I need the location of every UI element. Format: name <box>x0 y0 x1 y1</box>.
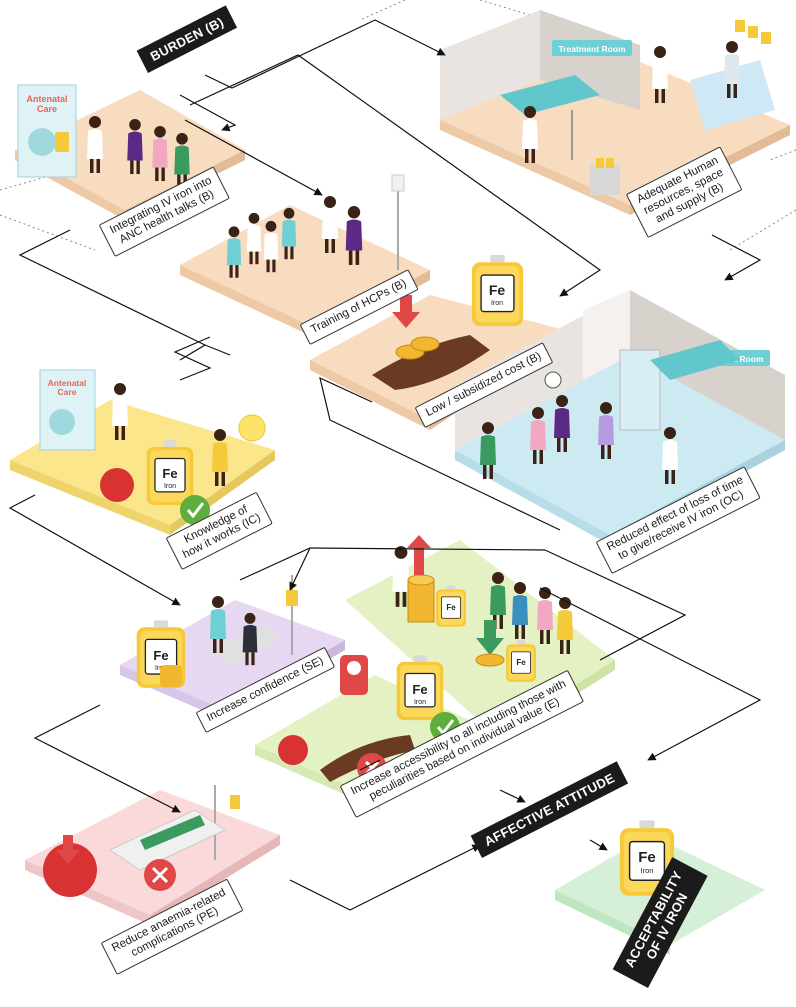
arrow-to-confidence <box>289 547 311 591</box>
platform-side <box>310 360 430 430</box>
scenes: Antenatal Care Treatment Room <box>17 10 785 897</box>
dotted-guide <box>769 149 796 161</box>
poster-title-line2: Care <box>58 387 77 397</box>
arrow-adequate-to-reduced-time <box>711 234 762 281</box>
platform-training <box>180 205 430 330</box>
arrow-reduced-time-to-accessibility <box>544 549 687 661</box>
coin-stack-icon <box>407 574 435 623</box>
platform-side <box>440 120 630 215</box>
down-arrow-icon <box>476 620 504 655</box>
lightbulb-icon <box>238 414 266 442</box>
iv-bag-icon: Fe <box>435 585 467 628</box>
blood-drop-icon <box>43 843 97 897</box>
connectors <box>8 19 762 911</box>
poster-title: Antenatal <box>48 378 87 388</box>
iv-bag-icon: Fe Iron <box>146 440 194 506</box>
iv-bag-icon: Fe Iron <box>619 820 675 897</box>
down-arrow-icon <box>392 295 420 328</box>
arrow-anaemia-to-affective <box>289 844 481 911</box>
fe-text: Fe <box>162 466 177 481</box>
iron-text: Iron <box>414 699 426 706</box>
waiting-room: Treatment Room <box>455 290 785 484</box>
poster-title: Antenatal <box>26 94 67 104</box>
arrow-burden-to-integrating <box>179 94 237 132</box>
iron-text: Iron <box>641 866 654 875</box>
iron-text: Iron <box>491 300 503 307</box>
hand-icon <box>372 335 490 390</box>
fe-text: Fe <box>516 658 526 667</box>
down-arrow-icon <box>56 835 80 864</box>
fe-text: Fe <box>446 603 456 612</box>
up-arrow-icon <box>407 535 431 575</box>
connector <box>359 759 381 771</box>
poster-title-line2: Care <box>37 104 57 114</box>
platform-side <box>10 460 170 535</box>
iv-bag-icon: Fe Iron <box>471 255 524 327</box>
arrow-knowledge-to-confidence <box>8 494 181 606</box>
arrow-burden-to-training <box>184 119 323 196</box>
arrow-burden-to-low-cost <box>189 54 602 297</box>
check-icon <box>180 495 210 525</box>
iv-bag-icon: Fe <box>505 640 537 683</box>
dotted-guide <box>479 0 531 16</box>
poster-icon: Antenatal Care <box>17 84 77 178</box>
arrow-confidence-to-anaemia <box>33 704 181 813</box>
iron-text: Iron <box>164 483 176 490</box>
platform-reduced-time <box>455 355 785 535</box>
dotted-guide <box>359 0 406 21</box>
arrow-burden-to-human-resources <box>204 19 446 89</box>
dotted-guide <box>0 214 96 251</box>
dotted-guide <box>729 209 796 251</box>
arrow-training-to-knowledge <box>173 336 212 381</box>
arrow-low-cost-to-accessibility <box>319 376 561 531</box>
fe-text: Fe <box>412 682 427 697</box>
clock-icon <box>544 371 562 389</box>
treatment-room-sign: Treatment Room <box>558 44 626 54</box>
connector <box>204 344 231 356</box>
blood-drop-icon <box>100 468 134 502</box>
fe-text: Fe <box>153 648 168 663</box>
thumbs-up-icon <box>160 665 182 687</box>
treatment-room-top: Treatment Room <box>440 10 775 195</box>
iv-bag-icon: Fe Iron <box>396 655 444 721</box>
arrow-to-affective-attitude <box>539 587 762 761</box>
coin-icon <box>410 336 440 352</box>
platform-side <box>455 450 610 545</box>
arrow-integrating-to-knowledge <box>18 229 207 361</box>
blood-drop-icon <box>278 735 308 765</box>
arrow-accessibility-to-affective <box>499 789 526 803</box>
coin-icon <box>475 653 505 667</box>
platform-side <box>180 265 320 340</box>
poster-icon: Antenatal Care <box>39 369 96 451</box>
fe-text: Fe <box>489 282 506 298</box>
arrow-affective-to-acceptability <box>589 839 608 851</box>
fe-text: Fe <box>638 849 656 866</box>
